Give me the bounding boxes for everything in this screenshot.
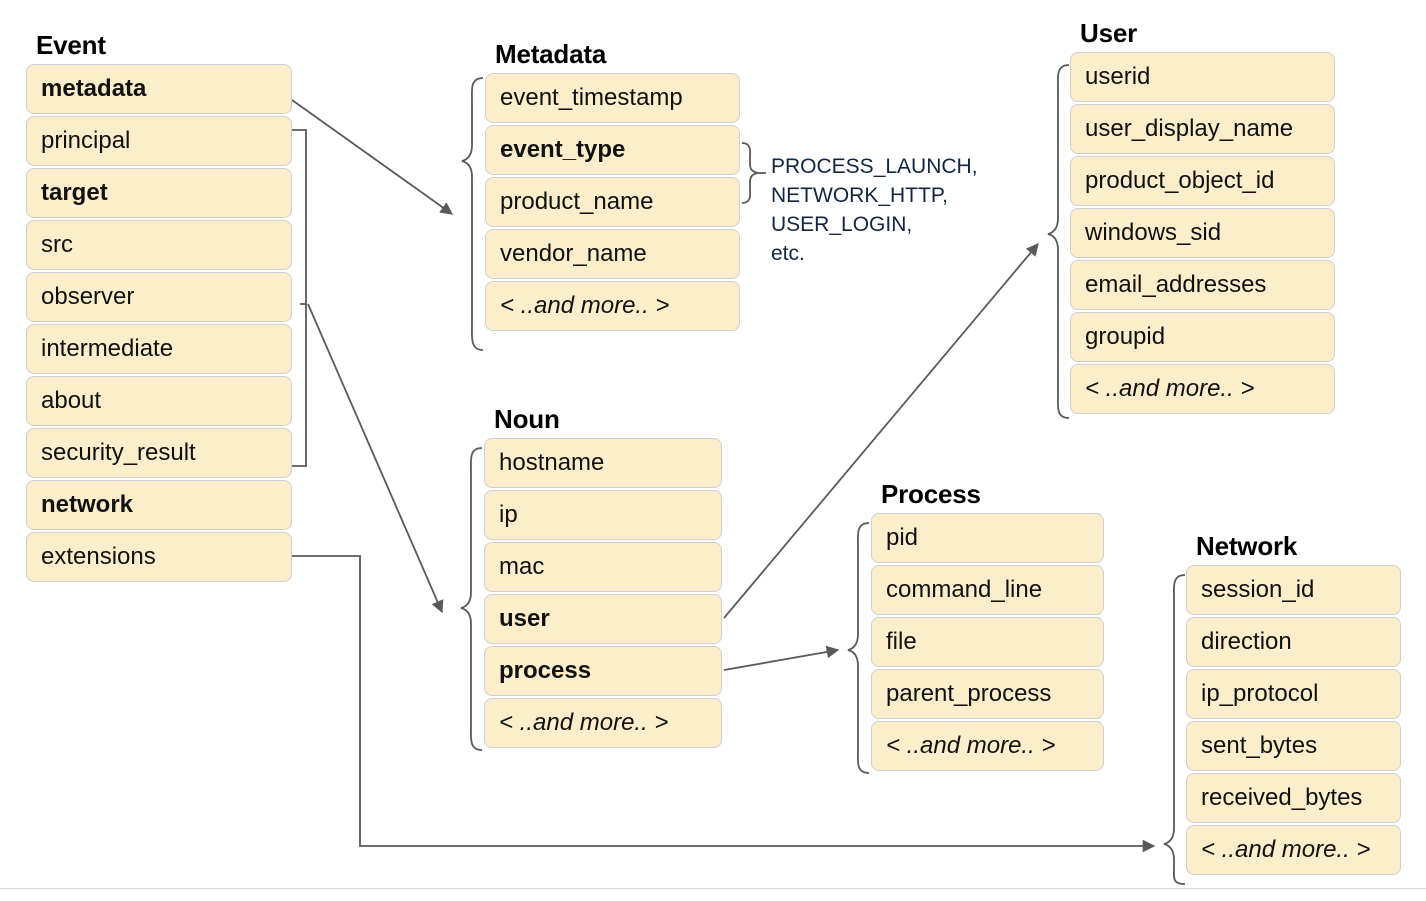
bottom-divider <box>0 888 1426 889</box>
field-noun-hostname[interactable]: hostname <box>484 438 722 488</box>
group-network: Network session_id direction ip_protocol… <box>1186 533 1401 877</box>
wire-noun-process-to-process <box>723 645 840 671</box>
group-title-user: User <box>1080 18 1138 48</box>
field-list-metadata: event_timestamp event_type product_name … <box>485 73 740 331</box>
field-noun-user[interactable]: user <box>484 594 722 644</box>
group-title-metadata: Metadata <box>495 39 607 69</box>
group-title-event: Event <box>36 30 106 60</box>
field-metadata-and-more[interactable]: < ..and more.. > <box>485 281 740 331</box>
field-event-metadata[interactable]: metadata <box>26 64 292 114</box>
field-list-noun: hostname ip mac user process < ..and mor… <box>484 438 722 748</box>
field-event-target[interactable]: target <box>26 168 292 218</box>
field-network-received-bytes[interactable]: received_bytes <box>1186 773 1401 823</box>
field-list-event: metadata principal target src observer i… <box>26 64 292 582</box>
field-metadata-vendor-name[interactable]: vendor_name <box>485 229 740 279</box>
field-user-email-addresses[interactable]: email_addresses <box>1070 260 1335 310</box>
field-network-session-id[interactable]: session_id <box>1186 565 1401 615</box>
event-principal-about-bracket <box>292 129 307 467</box>
field-metadata-event-type[interactable]: event_type <box>485 125 740 175</box>
field-noun-process[interactable]: process <box>484 646 722 696</box>
field-list-user: userid user_display_name product_object_… <box>1070 52 1335 414</box>
field-event-extensions[interactable]: extensions <box>26 532 292 582</box>
wire-event-metadata-to-metadata <box>291 99 454 215</box>
group-metadata: Metadata event_timestamp event_type prod… <box>485 41 740 333</box>
group-process: Process pid command_line file parent_pro… <box>871 481 1104 773</box>
event-type-values-brace <box>741 142 759 204</box>
field-process-file[interactable]: file <box>871 617 1104 667</box>
user-group-brace <box>1047 64 1070 419</box>
annotation-line-1: PROCESS_LAUNCH, <box>771 155 978 178</box>
noun-group-brace <box>460 447 483 751</box>
field-user-product-object-id[interactable]: product_object_id <box>1070 156 1335 206</box>
group-title-process: Process <box>881 479 981 509</box>
field-process-command-line[interactable]: command_line <box>871 565 1104 615</box>
field-event-intermediate[interactable]: intermediate <box>26 324 292 374</box>
field-event-about[interactable]: about <box>26 376 292 426</box>
annotation-line-3: USER_LOGIN, <box>771 213 913 236</box>
field-metadata-event-timestamp[interactable]: event_timestamp <box>485 73 740 123</box>
group-event: Event metadata principal target src obse… <box>26 32 292 584</box>
field-event-principal[interactable]: principal <box>26 116 292 166</box>
field-network-direction[interactable]: direction <box>1186 617 1401 667</box>
group-noun: Noun hostname ip mac user process < ..an… <box>484 406 722 750</box>
field-list-process: pid command_line file parent_process < .… <box>871 513 1104 771</box>
field-user-userid[interactable]: userid <box>1070 52 1335 102</box>
field-user-user-display-name[interactable]: user_display_name <box>1070 104 1335 154</box>
field-noun-mac[interactable]: mac <box>484 542 722 592</box>
annotation-line-2: NETWORK_HTTP, <box>771 184 948 207</box>
field-network-sent-bytes[interactable]: sent_bytes <box>1186 721 1401 771</box>
field-event-observer[interactable]: observer <box>26 272 292 322</box>
field-user-groupid[interactable]: groupid <box>1070 312 1335 362</box>
field-event-security-result[interactable]: security_result <box>26 428 292 478</box>
field-network-ip-protocol[interactable]: ip_protocol <box>1186 669 1401 719</box>
field-noun-ip[interactable]: ip <box>484 490 722 540</box>
field-network-and-more[interactable]: < ..and more.. > <box>1186 825 1401 875</box>
wire-event-nouns-to-noun <box>307 303 444 614</box>
annotation-event-type-values: PROCESS_LAUNCH, NETWORK_HTTP, USER_LOGIN… <box>771 152 978 268</box>
field-process-pid[interactable]: pid <box>871 513 1104 563</box>
field-process-parent-process[interactable]: parent_process <box>871 669 1104 719</box>
field-user-windows-sid[interactable]: windows_sid <box>1070 208 1335 258</box>
network-group-brace <box>1163 574 1186 885</box>
field-list-network: session_id direction ip_protocol sent_by… <box>1186 565 1401 875</box>
annotation-line-4: etc. <box>771 242 805 265</box>
field-process-and-more[interactable]: < ..and more.. > <box>871 721 1104 771</box>
metadata-group-brace <box>461 77 484 351</box>
field-user-and-more[interactable]: < ..and more.. > <box>1070 364 1335 414</box>
field-event-src[interactable]: src <box>26 220 292 270</box>
process-group-brace <box>847 522 870 774</box>
group-user: User userid user_display_name product_ob… <box>1070 20 1335 416</box>
group-title-network: Network <box>1196 531 1298 561</box>
field-noun-and-more[interactable]: < ..and more.. > <box>484 698 722 748</box>
field-event-network[interactable]: network <box>26 480 292 530</box>
group-title-noun: Noun <box>494 404 560 434</box>
field-metadata-product-name[interactable]: product_name <box>485 177 740 227</box>
